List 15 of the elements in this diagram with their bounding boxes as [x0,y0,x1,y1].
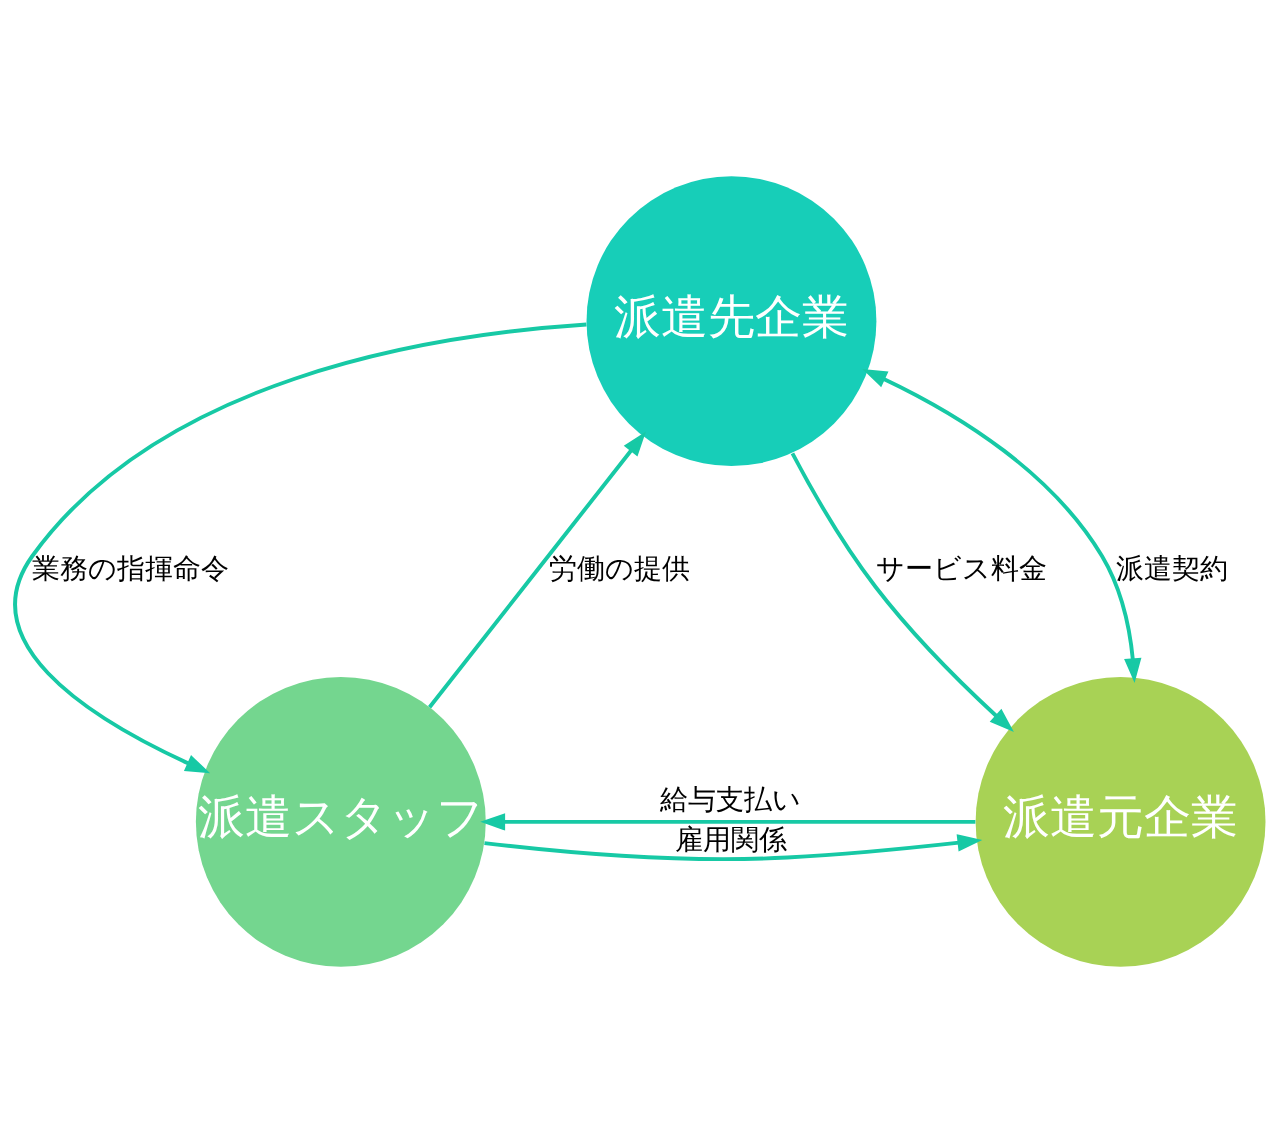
arrow [862,368,1142,683]
edge-label: 労働の提供 [548,551,690,585]
arrow [790,451,1014,732]
arrow [480,812,976,831]
arrow [428,431,646,708]
edge-label: 雇用関係 [674,822,787,856]
arrow [13,322,587,773]
edge-label: 給与支払い [660,782,802,816]
arrow [484,833,983,861]
edge-label: 業務の指揮命令 [32,551,230,585]
edge-label: サービス料金 [876,551,1048,585]
edge-label: 派遣契約 [1116,551,1229,585]
node-circle: 派遣先企業 [586,175,877,466]
node-circle: 派遣スタッフ [195,676,486,967]
node-circle: 派遣元企業 [975,676,1266,967]
